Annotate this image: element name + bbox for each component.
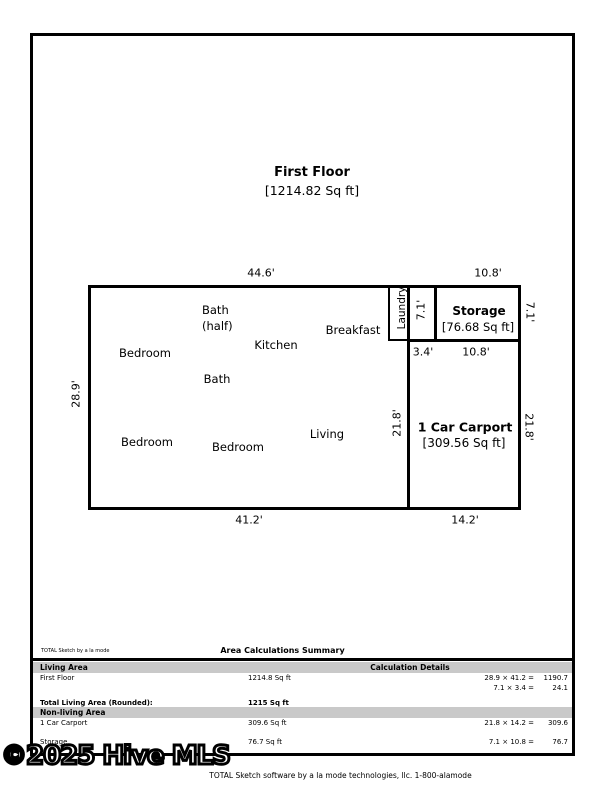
table-title: Area Calculations Summary	[220, 646, 345, 655]
mls-watermark: ©2025 Hive MLS	[0, 740, 232, 773]
room-area-carport: [309.56 Sq ft]	[422, 436, 506, 450]
storage-outline	[434, 285, 521, 342]
row-first-floor-value: 1214.8 Sq ft	[248, 674, 291, 682]
row-first-floor-name: First Floor	[40, 674, 75, 682]
table-brand-text: TOTAL Sketch by a la mode	[41, 648, 110, 654]
dim-top-main: 44.6'	[247, 266, 275, 280]
calc-result: 309.6	[547, 719, 568, 727]
dim-top-storage: 10.8'	[474, 266, 502, 280]
room-label-laundry: Laundry	[396, 286, 408, 330]
living-area-header: Living Area	[40, 663, 88, 672]
row-storage-value: 76.7 Sq ft	[248, 738, 283, 746]
room-label-bath-half: Bath (half)	[202, 303, 233, 333]
dim-carport-height-left: 21.8'	[390, 409, 404, 437]
room-label-bath: Bath	[203, 372, 231, 386]
nonliving-section-bar	[33, 707, 572, 718]
dim-laundry-height: 7.1'	[414, 299, 428, 321]
calc-expression: 7.1 × 3.4 =	[493, 684, 534, 692]
dim-storage-height: 7.1'	[523, 301, 537, 323]
room-label-carport: 1 Car Carport	[417, 419, 513, 435]
row-carport-calc: 21.8 × 14.2 = 309.6	[430, 719, 568, 727]
row-carport-value: 309.6 Sq ft	[248, 719, 287, 727]
software-footer: TOTAL Sketch software by a la mode techn…	[209, 771, 472, 780]
nonliving-header: Non-living Area	[40, 708, 106, 717]
calc-result: 24.1	[552, 684, 568, 692]
dim-bottom-carport: 14.2'	[451, 513, 479, 527]
calc-result: 76.7	[552, 738, 568, 746]
room-label-bedroom-top: Bedroom	[118, 346, 172, 360]
room-label-storage: Storage	[452, 304, 506, 318]
room-label-breakfast: Breakfast	[325, 323, 381, 337]
floor-title: First Floor	[274, 165, 350, 180]
dim-step-width: 3.4'	[412, 345, 434, 359]
total-living-label: Total Living Area (Rounded):	[40, 699, 153, 707]
living-area-section-bar	[33, 662, 572, 673]
room-label-kitchen: Kitchen	[254, 338, 298, 352]
laundry-left-wall	[388, 287, 390, 340]
laundry-bottom-wall	[388, 339, 437, 341]
page-border	[30, 33, 575, 756]
total-living-value: 1215 Sq ft	[248, 699, 289, 707]
row-first-floor-calc-2: 7.1 × 3.4 = 24.1	[430, 684, 568, 692]
dim-storage-width: 10.8'	[462, 345, 490, 359]
room-label-bedroom-mid: Bedroom	[211, 440, 265, 454]
row-first-floor-calc-1: 28.9 × 41.2 = 1190.7	[430, 674, 568, 682]
room-area-storage: [76.68 Sq ft]	[441, 320, 515, 334]
calc-expression: 21.8 × 14.2 =	[484, 719, 534, 727]
dim-bottom-main: 41.2'	[235, 513, 263, 527]
row-carport-name: 1 Car Carport	[40, 719, 88, 727]
calc-result: 1190.7	[543, 674, 569, 682]
laundry-bump-top-wall	[407, 285, 437, 288]
row-storage-name: Storage	[40, 738, 68, 746]
room-label-living: Living	[309, 427, 345, 441]
dim-left-height: 28.9'	[69, 380, 83, 408]
living-area-outline	[88, 285, 410, 510]
dim-carport-height-right: 21.8'	[522, 413, 536, 441]
calc-expression: 7.1 × 10.8 =	[488, 738, 534, 746]
table-divider	[33, 658, 572, 661]
calc-expression: 28.9 × 41.2 =	[484, 674, 534, 682]
row-storage-calc: 7.1 × 10.8 = 76.7	[430, 738, 568, 746]
calc-details-header: Calculation Details	[370, 663, 450, 672]
floor-title-area: [1214.82 Sq ft]	[264, 183, 360, 198]
room-label-bedroom-left: Bedroom	[120, 435, 174, 449]
